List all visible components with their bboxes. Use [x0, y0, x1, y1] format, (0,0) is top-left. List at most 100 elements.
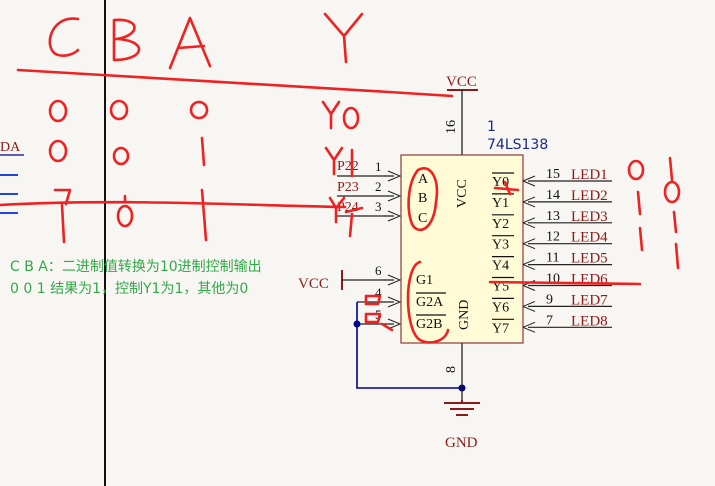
hw-right-3 — [668, 156, 674, 182]
hw-letter-b — [112, 18, 141, 62]
pin-2-number: 2 — [375, 179, 382, 194]
chip-enable-g2a: G2A — [416, 295, 444, 310]
output-pin-number-1: 14 — [546, 188, 560, 203]
chip-enable-g2b: G2B — [416, 317, 442, 332]
hw-row2-b — [116, 204, 134, 228]
chip-output-label-0: Y0 — [492, 175, 509, 190]
output-net-label-3: LED4 — [571, 230, 608, 246]
chip-output-label-2: Y2 — [492, 217, 509, 232]
enable-pin-g1[interactable]: VCC 6 — [298, 263, 402, 292]
output-net-label-7: LED8 — [571, 313, 608, 329]
hw-row0-b — [109, 99, 129, 121]
left-net-label: DA — [0, 140, 21, 155]
chip-name: 74LS138 — [487, 137, 548, 153]
hw-row1-a — [200, 136, 206, 167]
output-pin-4[interactable]: 11 LED5 — [522, 251, 612, 271]
vcc-top-label: VCC — [446, 74, 477, 90]
output-net-label-6: LED7 — [571, 292, 608, 308]
output-arrow-2 — [522, 217, 536, 229]
input-pin-p24[interactable]: P24 3 — [337, 199, 402, 222]
pin-6-number: 6 — [375, 263, 382, 278]
output-pin-1[interactable]: 14 LED2 — [522, 188, 612, 208]
chip-input-a: A — [418, 172, 429, 187]
input-pin-p23[interactable]: P23 2 — [337, 179, 402, 202]
output-pin-number-5: 10 — [546, 272, 560, 287]
hw-row0-c — [48, 99, 68, 123]
chip-enable-g1: G1 — [416, 273, 433, 288]
explanation-note-line2: 0 0 1 结果为1，控制Y1为1，其他为0 — [10, 281, 249, 297]
hw-right-4 — [672, 210, 678, 234]
hw-letter-c — [48, 17, 80, 57]
output-net-label-1: LED2 — [571, 188, 608, 204]
pin-1-number: 1 — [375, 159, 382, 174]
hw-row0-a — [189, 100, 209, 120]
output-pin-number-7: 7 — [546, 313, 553, 328]
pin-8-number: 8 — [444, 366, 459, 373]
output-arrow-0 — [522, 175, 536, 187]
chip-input-c: C — [418, 211, 427, 226]
chip-output-label-3: Y3 — [492, 238, 509, 253]
hw-strike-y5 — [488, 280, 642, 286]
chip-ref: 1 — [487, 119, 496, 135]
input-arrow-p24 — [387, 210, 402, 222]
hw-right-0 — [627, 159, 645, 181]
input-net-p23: P23 — [337, 180, 359, 195]
pin-3-number: 3 — [375, 199, 382, 214]
junction-dot — [353, 320, 361, 328]
output-arrow-6 — [522, 300, 536, 312]
output-arrow-1 — [522, 196, 536, 208]
chip-gnd-label: GND — [457, 300, 472, 330]
input-net-p22: P22 — [337, 159, 359, 174]
explanation-note-line1: C B A：二进制值转换为10进制控制输出 — [10, 259, 262, 275]
hw-circle-abc — [407, 167, 439, 231]
hw-row1-y — [324, 146, 344, 176]
output-net-label-4: LED5 — [571, 251, 608, 267]
gnd-label: GND — [445, 435, 478, 451]
handwritten-annotations — [0, 12, 681, 344]
hw-row2-c — [53, 188, 72, 206]
output-pin-7[interactable]: 7 LED8 — [522, 313, 612, 333]
gnd-net-wire — [356, 302, 462, 389]
hw-letter-a — [168, 16, 212, 70]
input-pin-p22[interactable]: P22 1 — [337, 159, 402, 182]
chip-output-label-4: Y4 — [492, 259, 509, 274]
hw-right-2 — [636, 190, 642, 216]
output-pin-0[interactable]: 15 LED1 — [522, 167, 612, 187]
output-pin-3[interactable]: 12 LED4 — [522, 230, 612, 250]
hw-header-underline — [16, 68, 454, 98]
hw-letter-y — [323, 12, 364, 64]
output-pin-number-4: 11 — [546, 251, 559, 266]
hw-mark-pin4 — [364, 294, 382, 306]
hw-row2-crossline — [0, 200, 347, 209]
hw-right-1 — [663, 180, 681, 204]
chip-output-label-6: Y6 — [492, 300, 509, 315]
chip-output-label-1: Y1 — [492, 196, 509, 211]
output-net-label-0: LED1 — [571, 167, 608, 183]
output-pin-number-3: 12 — [546, 230, 560, 245]
output-net-label-5: LED6 — [571, 272, 608, 288]
hw-right-6 — [674, 242, 680, 270]
output-pin-5[interactable]: 10 LED6 — [522, 272, 612, 291]
pin-16-number: 16 — [444, 120, 459, 134]
output-arrow-7 — [522, 321, 536, 333]
enable-arrow-g2a — [387, 296, 402, 308]
enable-pin-g2a[interactable]: 4 — [357, 285, 402, 308]
pin-4-number: 4 — [375, 285, 382, 300]
hw-right-5 — [638, 226, 644, 252]
hw-row0-y-sub — [342, 106, 360, 130]
chip-output-label-7: Y7 — [492, 321, 509, 336]
chip-input-b: B — [418, 191, 427, 206]
output-arrow-3 — [522, 238, 536, 250]
hw-circle-enable — [406, 260, 450, 344]
input-arrow-p22 — [387, 170, 402, 182]
enable-arrow-g2b — [387, 318, 402, 330]
output-pin-number-0: 15 — [546, 167, 560, 182]
chip-vcc-label: VCC — [455, 179, 470, 208]
output-arrow-4 — [522, 259, 536, 271]
hw-row0-y — [321, 100, 341, 130]
hw-row2-ticks — [60, 194, 127, 244]
